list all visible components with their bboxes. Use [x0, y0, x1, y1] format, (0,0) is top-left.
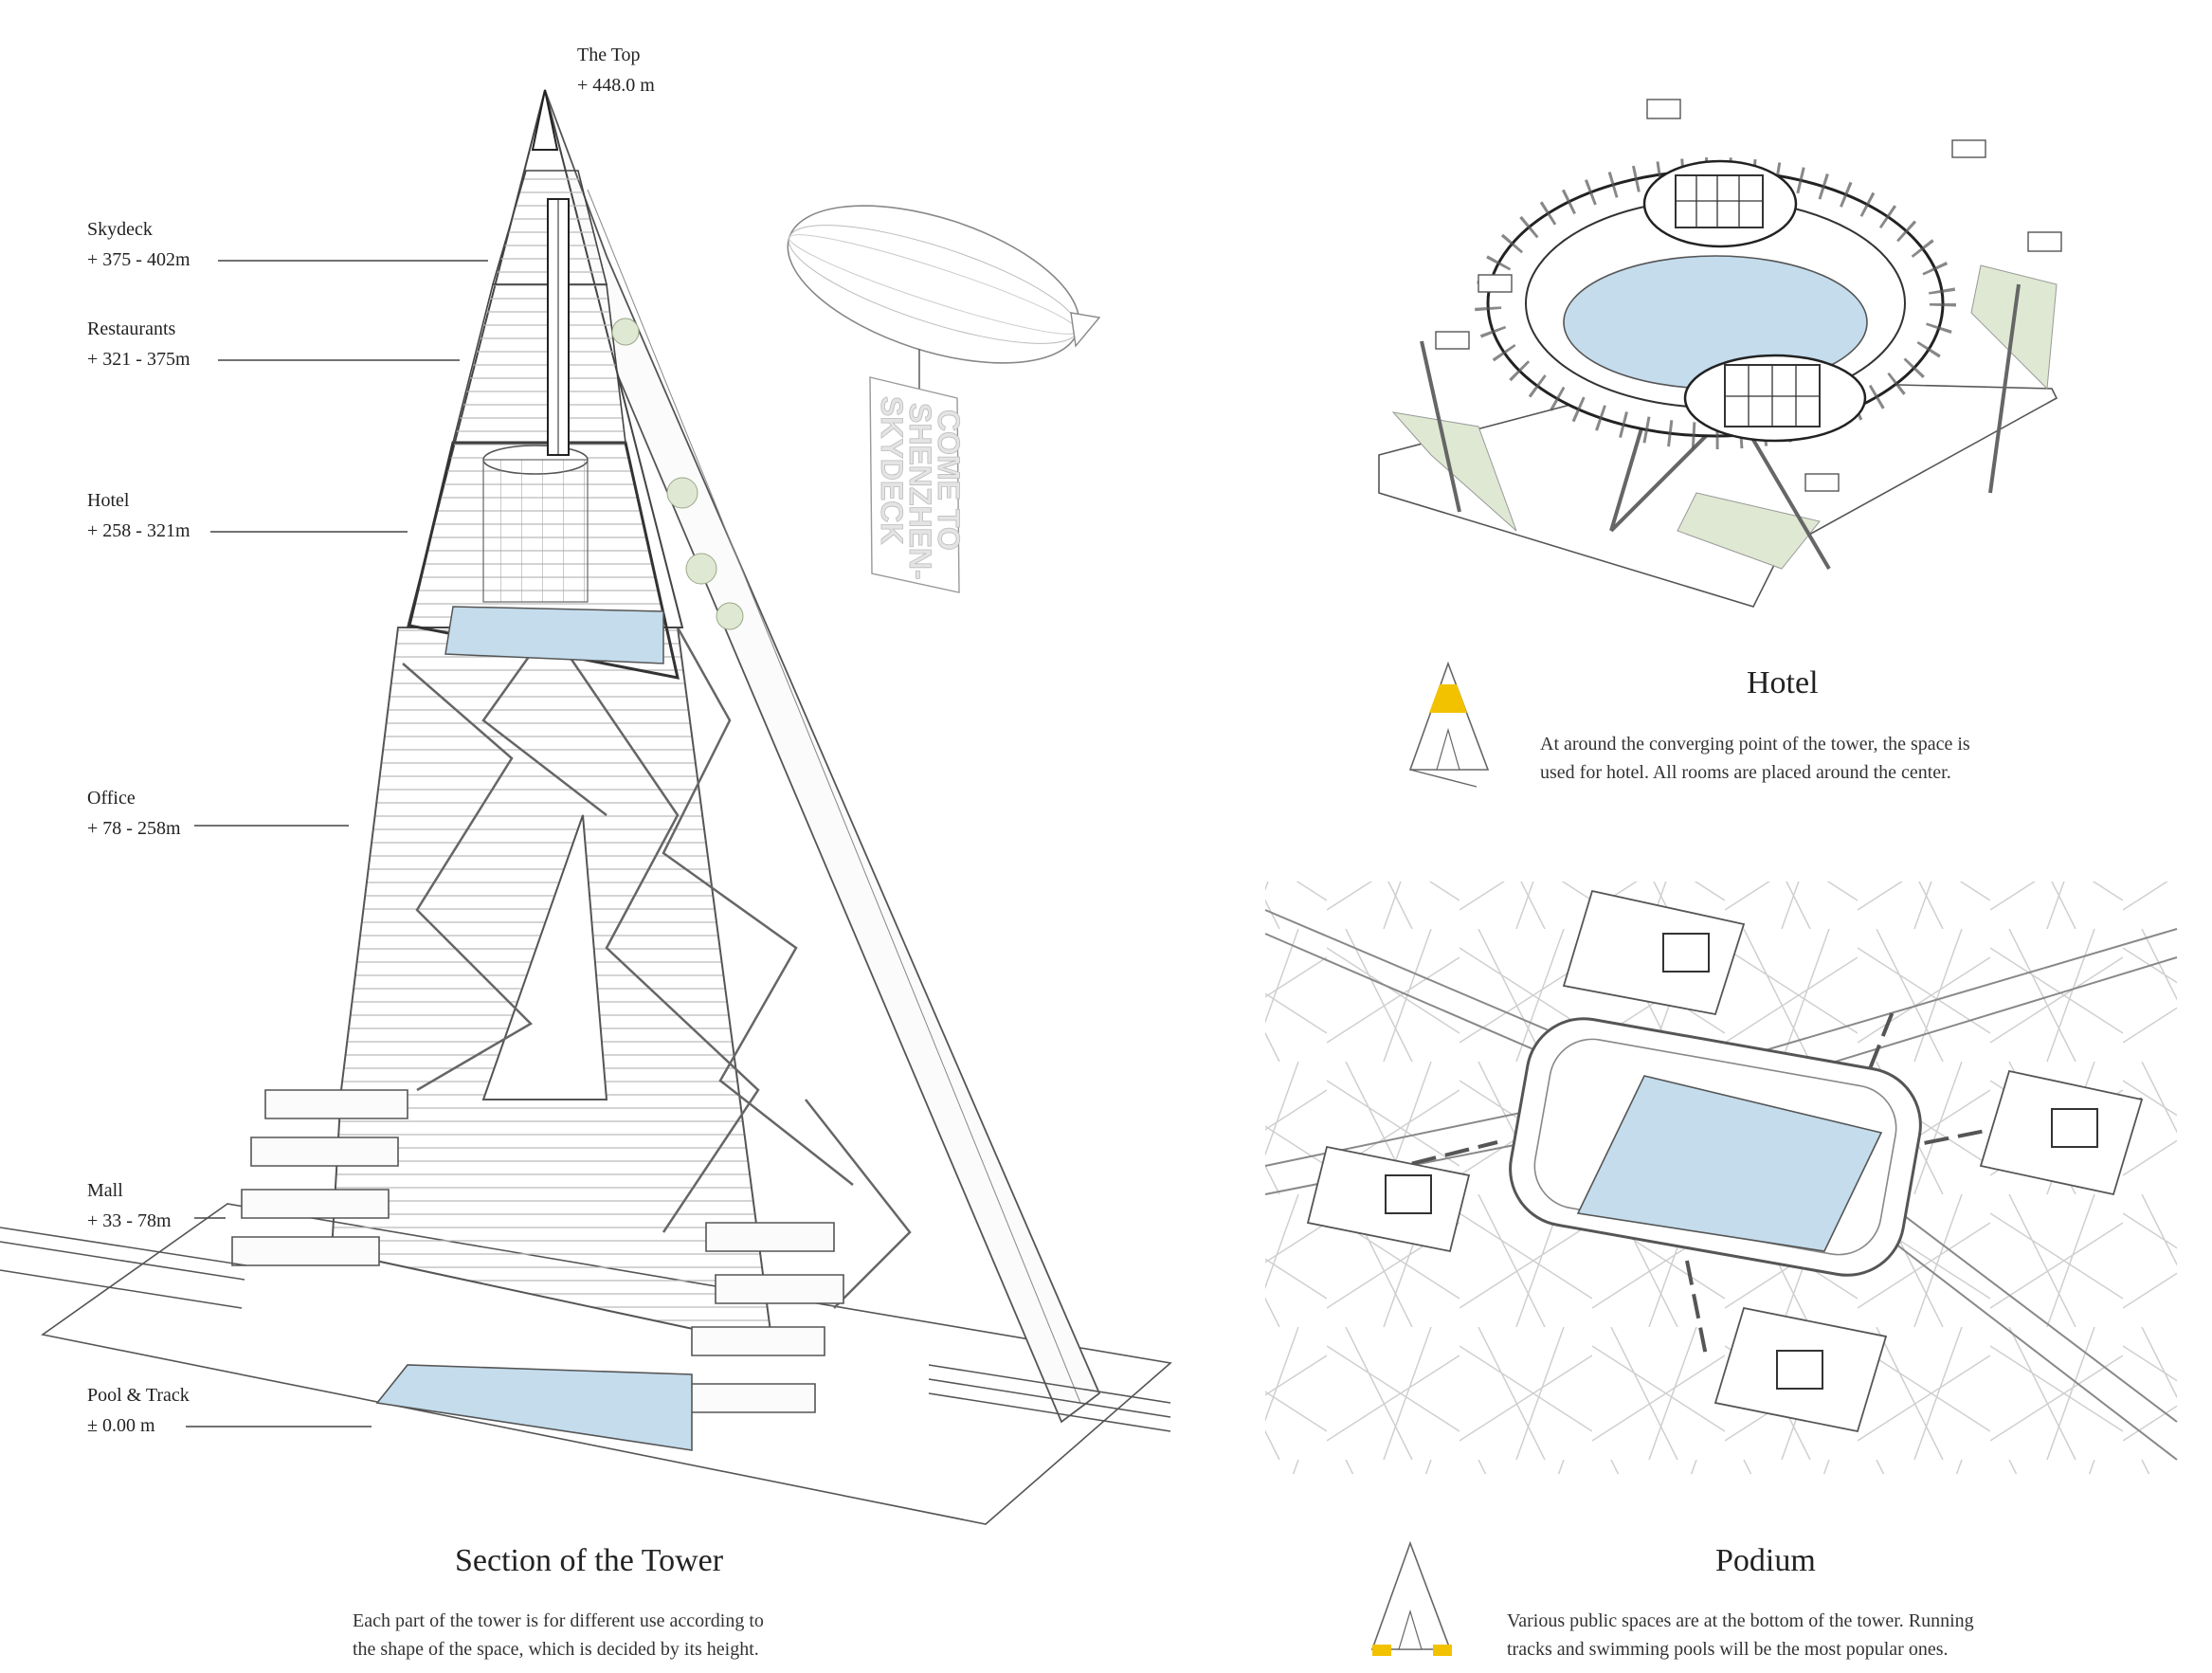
label-pool-height: ± 0.00 m [87, 1415, 155, 1436]
podium-description: Various public spaces are at the bottom … [1507, 1607, 1974, 1664]
label-skydeck-name: Skydeck [87, 219, 153, 240]
hotel-pool [444, 606, 664, 664]
label-office-height: + 78 - 258m [87, 818, 181, 839]
section-description: Each part of the tower is for different … [353, 1607, 764, 1664]
label-pool: Pool & Track ± 0.00 m [87, 1380, 190, 1441]
label-top: The Top + 448.0 m [577, 40, 655, 100]
hotel-title: Hotel [1747, 665, 1819, 700]
podium-desc-line-2: tracks and swimming pools will be the mo… [1507, 1639, 1949, 1660]
label-hotel-height: + 258 - 321m [87, 520, 190, 541]
section-desc-line-2: the shape of the space, which is decided… [353, 1639, 759, 1660]
label-leaders [186, 260, 488, 1428]
label-skydeck: Skydeck + 375 - 402m [87, 214, 190, 275]
mall-left [231, 1089, 408, 1266]
hotel-desc-line-2: used for hotel. All rooms are placed aro… [1540, 762, 1951, 783]
blimp-banner [869, 376, 960, 593]
label-top-name: The Top [577, 45, 641, 65]
label-top-height: + 448.0 m [577, 75, 655, 96]
label-mall: Mall + 33 - 78m [87, 1175, 172, 1236]
tower-podium-indicator-icon [1370, 1540, 1452, 1656]
banner-text-1: COME TO [932, 409, 966, 551]
hotel-desc-line-1: At around the converging point of the to… [1540, 734, 1970, 755]
podium-axonometric [1264, 882, 2178, 1474]
label-hotel: Hotel + 258 - 321m [87, 485, 190, 546]
tower-section-drawing [0, 89, 1172, 1525]
section-desc-line-1: Each part of the tower is for different … [353, 1610, 764, 1631]
hotel-description: At around the converging point of the to… [1540, 730, 1970, 787]
label-restaurants-height: + 321 - 375m [87, 349, 190, 370]
blimp-icon [787, 205, 1101, 593]
podium-pool-plan [1576, 1075, 1883, 1252]
crown-greenery [611, 318, 744, 630]
spire [531, 89, 559, 151]
mall-right [681, 1222, 844, 1413]
label-office-name: Office [87, 788, 136, 809]
label-mall-height: + 33 - 78m [87, 1210, 172, 1231]
label-office: Office + 78 - 258m [87, 783, 181, 844]
banner-text-2: SHENZHEN- [903, 403, 937, 580]
label-skydeck-height: + 375 - 402m [87, 249, 190, 270]
label-pool-name: Pool & Track [87, 1385, 190, 1406]
podium-title: Podium [1715, 1543, 1816, 1578]
tower-void [481, 814, 608, 1100]
banner-text-3: SKYDECK [875, 396, 909, 544]
label-restaurants-name: Restaurants [87, 318, 176, 339]
label-hotel-name: Hotel [87, 490, 130, 511]
restaurants-zone [451, 283, 626, 444]
tower-hotel-indicator-icon [1408, 661, 1490, 788]
rail-tracks [0, 1227, 1171, 1432]
podium-pool [375, 1364, 693, 1451]
section-title: Section of the Tower [455, 1543, 724, 1578]
label-restaurants: Restaurants + 321 - 375m [87, 314, 190, 374]
label-mall-name: Mall [87, 1180, 123, 1201]
diagonal-bracing [402, 627, 912, 1309]
ground-plane [41, 1203, 1172, 1525]
podium-desc-line-1: Various public spaces are at the bottom … [1507, 1610, 1974, 1631]
hotel-axonometric [1378, 99, 2062, 608]
